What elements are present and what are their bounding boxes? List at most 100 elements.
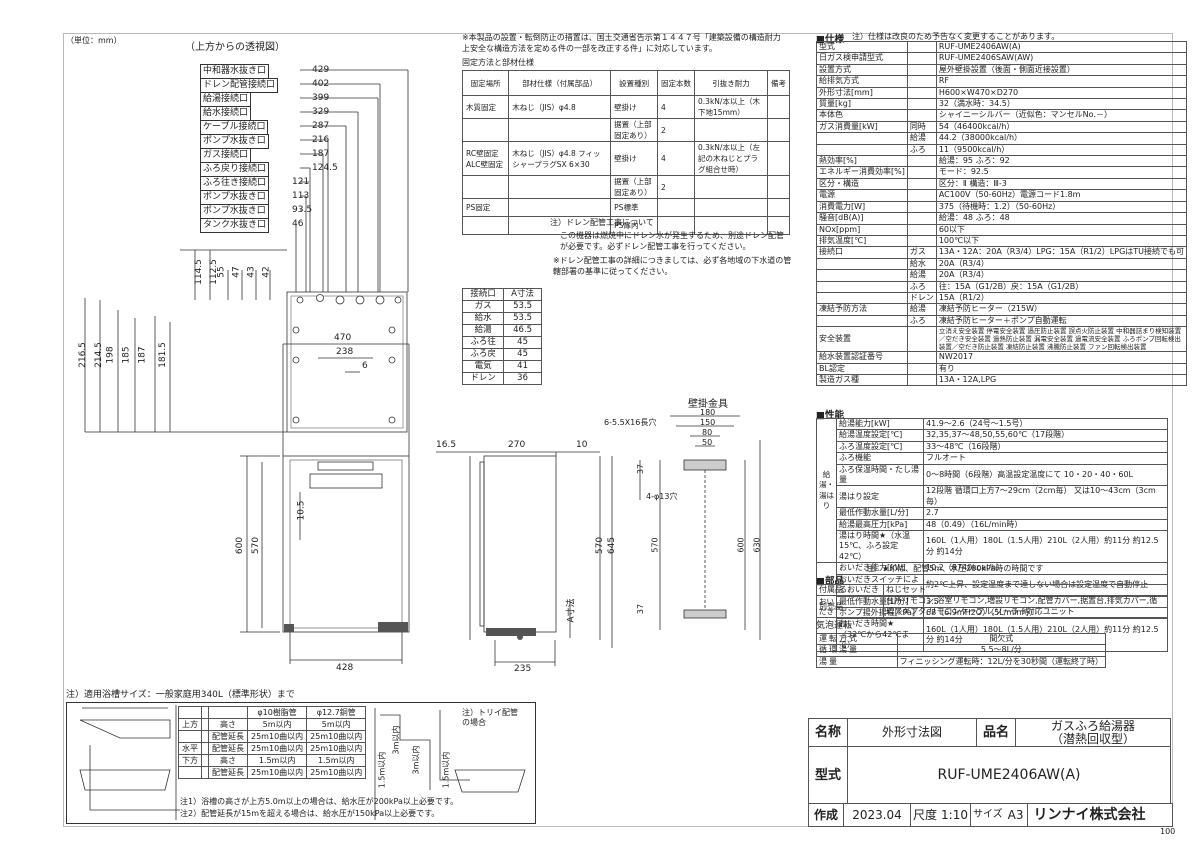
bath-footnote-1: 注1）浴槽の高さが上方5.0m以上の場合は、給水圧が200kPa以上必要です。 bbox=[180, 797, 459, 806]
fix-header-row: 固定場所部材仕様（付属部品）設置種別固定本数引抜き耐力備考 bbox=[461, 70, 791, 96]
spec-row: 日ガス検申請型式 RUF-UME2406SAW(AW) bbox=[816, 52, 1188, 65]
perf-value: 12段階 循環口上方7～29cm（2cm毎） 又は10～43cm（3cm毎） bbox=[923, 485, 1168, 509]
spec-row: BL認定有り bbox=[816, 362, 1188, 375]
spec-value: 15A（R1/2） bbox=[935, 291, 1188, 305]
pipe-cell: 25m10曲以内 bbox=[246, 742, 308, 755]
port-dim: 187 bbox=[312, 149, 330, 159]
bubble-row: 湯量フィニッシング運転時：12L/分を30秒間（運転終了時） bbox=[816, 655, 1107, 669]
spec-sub: 同時 bbox=[906, 120, 937, 134]
perf-label: 給湯最高圧力[kPa] bbox=[836, 518, 924, 532]
dim-front-570: 570 bbox=[251, 536, 262, 555]
spec-label bbox=[816, 280, 908, 293]
bubble-value: 5.5～8L/分 bbox=[896, 644, 1107, 657]
spec-label: 消費電力[W] bbox=[816, 200, 908, 214]
spec-label bbox=[816, 257, 908, 271]
spec-label: 給排気方式 bbox=[816, 75, 908, 88]
spec-value: シャイニーシルバー（近似色：マンセルNo.－） bbox=[935, 109, 1188, 122]
fix-row: 据置（上部固定あり）2 bbox=[461, 118, 791, 142]
dim-front-6: 6 bbox=[362, 361, 368, 371]
spec-value: 屋外壁掛設置（後面・側面近接設置） bbox=[935, 63, 1188, 77]
spec-sub bbox=[906, 223, 937, 236]
spec-value: RUF-UME2406SAW(AW) bbox=[935, 52, 1188, 65]
a-header-cell: 接続口 bbox=[461, 288, 505, 301]
spec-label: 質量[kg] bbox=[816, 98, 908, 111]
bubble-label: 運転方式 bbox=[816, 632, 898, 646]
spec-sub: ガス bbox=[906, 246, 937, 259]
dim-front-600: 600 bbox=[235, 536, 246, 555]
perf-note: 注）★印は、配管5m、水圧200kPa時の時間です bbox=[866, 564, 1044, 573]
spec-row: 騒音[dB(A)]給湯：48 ふろ：48 bbox=[816, 212, 1188, 225]
fix-cell-note bbox=[766, 198, 791, 217]
spec-value: 凍結予防ヒーター（215W） bbox=[935, 303, 1188, 316]
title-block: 名称 外形寸法図 品名 ガスふろ給湯器 （潜熱回収型） 型式 RUF-UME24… bbox=[808, 718, 1171, 804]
made-label: 作成 bbox=[809, 804, 844, 826]
spec-label bbox=[816, 314, 908, 328]
trap-note: 注）トリイ配管の場合 bbox=[462, 708, 518, 727]
perf-value: 0～8時間（6段階）高温設定温度にて 10・20・40・60L bbox=[923, 463, 1168, 487]
spec-row: 熱効率[%]給湯：95 ふろ：92 bbox=[816, 155, 1188, 168]
port-dim: 287 bbox=[312, 121, 330, 131]
spec-value: 100℃以下 bbox=[935, 234, 1188, 248]
dim-side-16-5: 16.5 bbox=[436, 440, 457, 450]
bracket-title: 壁掛金具 bbox=[688, 399, 728, 410]
port-name: ケーブル接続口 bbox=[200, 120, 269, 135]
fix-cell-type: 据置（上部固定あり） bbox=[610, 118, 659, 142]
pipe-cell: 5m以内 bbox=[246, 718, 308, 731]
size-label: サイズ bbox=[969, 804, 1005, 826]
spec-value: 54（46400kcal/h） bbox=[935, 120, 1188, 134]
bath-footnote-2: 注2）配管延長が15mを超える場合は、給水圧が150kPa以上必要です。 bbox=[180, 809, 440, 818]
spec-value: 給湯：95 ふろ：92 bbox=[935, 155, 1188, 168]
vertical-dim-top: 42 bbox=[261, 266, 272, 278]
perf-value: 2.7 bbox=[923, 507, 1168, 520]
fix-cell-note bbox=[766, 118, 791, 142]
dim-side-a-label: A寸法 bbox=[566, 598, 577, 623]
bracket-570: 570 bbox=[650, 537, 660, 553]
spec-sub: 給水 bbox=[906, 257, 937, 271]
perf-label: おいだき能力[kW] bbox=[836, 562, 924, 575]
fix-cell-type: 据置（上部固定あり） bbox=[610, 175, 659, 199]
parts-value: 台所リモコン,浴室リモコン,増設リモコン,配管カバー,据置台,排気カバー,循環ア… bbox=[883, 595, 1168, 619]
spec-label: 設置方式 bbox=[816, 63, 908, 77]
dim-front-10-5: 10.5 bbox=[296, 500, 307, 521]
bubble-label: 循環湯量 bbox=[816, 644, 898, 657]
pipe-cell: 水平 bbox=[178, 742, 202, 755]
fix-cell-force: 0.3kN/本以上（木下地15mm） bbox=[694, 95, 768, 119]
bracket-50: 50 bbox=[702, 438, 713, 447]
bubble-title: 気泡運転 bbox=[816, 621, 853, 631]
spec-label: 本体色 bbox=[816, 109, 908, 122]
model-label: 型式 bbox=[808, 746, 848, 804]
spec-label: 日ガス検申請型式 bbox=[816, 52, 908, 65]
pipe-header-cell: φ10樹脂管 bbox=[246, 706, 308, 719]
perf-row: ふろ機能フルオート bbox=[817, 452, 1168, 465]
installation-notice: ※本製品の設置・転倒防止の措置は、国土交通省告示第１４４７号「建築設備の構造耐力… bbox=[462, 33, 781, 53]
bracket-630: 630 bbox=[752, 537, 762, 553]
a-cell: 給湯 bbox=[461, 324, 505, 337]
fix-cell-spec bbox=[508, 198, 612, 217]
name-label: 名称 bbox=[808, 718, 848, 747]
pipe-cell: 25m10曲以内 bbox=[246, 730, 308, 743]
spec-value: 凍結予防ヒーター＋ポンプ自動運転 bbox=[935, 314, 1188, 328]
drain-note-title: 注）ドレン配管工事について bbox=[550, 218, 654, 227]
spec-sub bbox=[906, 63, 937, 77]
fix-cell-type: 壁掛け bbox=[610, 95, 659, 119]
spec-sub: ふろ bbox=[906, 280, 937, 293]
spec-label: BL認定 bbox=[816, 362, 908, 375]
port-name: ポンプ水抜き口 bbox=[200, 204, 269, 219]
pipe-cell bbox=[201, 730, 209, 743]
spec-row: 凍結予防方法給湯凍結予防ヒーター（215W） bbox=[816, 303, 1188, 316]
spec-value: 13A・12A：20A（R3/4）LPG：15A（R1/2）LPGはTU接続でも… bbox=[935, 246, 1188, 259]
port-name: ふろ往き接続口 bbox=[200, 176, 270, 191]
